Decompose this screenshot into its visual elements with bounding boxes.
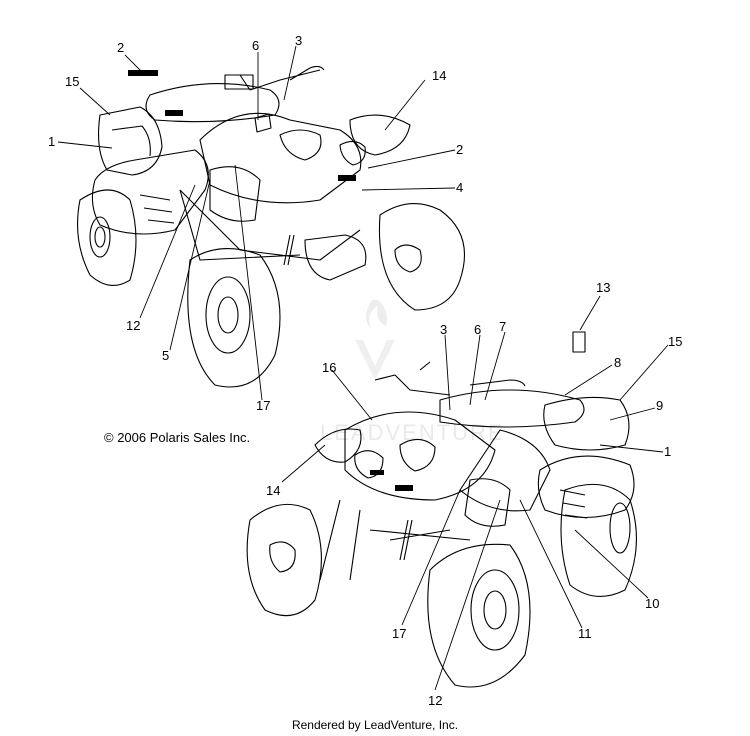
callout-12b: 12 [428, 693, 442, 708]
callout-2b: 2 [456, 142, 463, 157]
callout-3b: 3 [440, 322, 447, 337]
callout-14b: 14 [266, 483, 280, 498]
callout-7: 7 [499, 319, 506, 334]
atv1-rear-wheel-left [77, 189, 137, 286]
callout-17: 17 [256, 398, 270, 413]
callout-8: 8 [614, 355, 621, 370]
callout-5: 5 [162, 348, 169, 363]
render-credit: Rendered by LeadVenture, Inc. [291, 718, 459, 732]
atv-front-view [246, 331, 637, 688]
callout-1: 1 [48, 134, 55, 149]
callout-1b: 1 [664, 444, 671, 459]
callout-labels: 2 6 3 15 14 1 2 4 12 5 17 13 3 6 7 16 8 … [48, 33, 682, 708]
copyright-notice: © 2006 Polaris Sales Inc. [104, 430, 251, 445]
callout-14: 14 [432, 68, 446, 83]
atv2-front-wheel-right [427, 543, 531, 688]
atv1-rear-wheel-right [187, 248, 281, 388]
callout-2: 2 [117, 40, 124, 55]
callout-15: 15 [65, 74, 79, 89]
atv2-rear-wheel-right [560, 483, 637, 597]
atv1-front-wheel-right [378, 203, 466, 311]
atv-rear-view [77, 65, 466, 388]
callout-3: 3 [295, 33, 302, 48]
callout-15b: 15 [668, 334, 682, 349]
watermark-text: LEADVENTURE [320, 420, 505, 445]
callout-17b: 17 [392, 626, 406, 641]
callout-16: 16 [322, 360, 336, 375]
callout-6b: 6 [474, 322, 481, 337]
atv2-front-wheel-left [246, 503, 322, 617]
callout-12: 12 [126, 318, 140, 333]
callout-9: 9 [656, 398, 663, 413]
callout-4: 4 [456, 180, 463, 195]
callout-6: 6 [252, 38, 259, 53]
callout-11: 11 [578, 626, 592, 641]
leader-lines [57, 45, 669, 691]
callout-13: 13 [596, 280, 610, 295]
callout-10: 10 [645, 596, 659, 611]
